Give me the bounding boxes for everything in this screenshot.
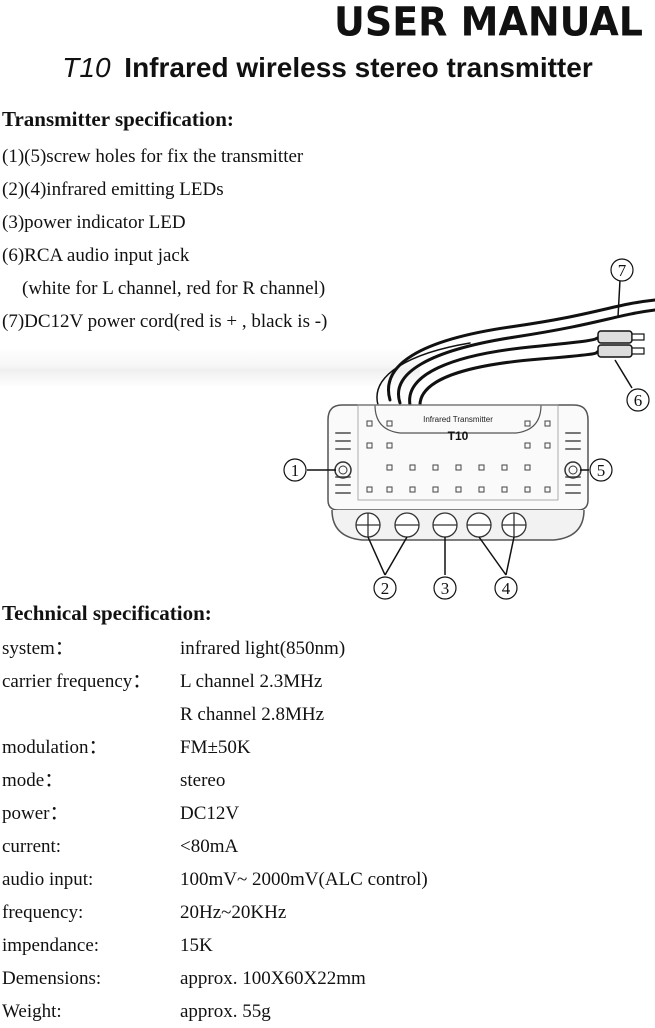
spec-label: mode：	[2, 764, 180, 797]
table-row: current: <80mA	[2, 830, 428, 863]
spec-label: audio input:	[2, 863, 180, 896]
spec-label: frequency:	[2, 896, 180, 929]
spec-value: approx. 55g	[180, 995, 428, 1028]
callout-2: 2	[374, 577, 396, 599]
spec-value: R channel 2.8MHz	[180, 698, 428, 731]
transmitter-diagram: Infrared Transmitter T10 1 2	[270, 255, 655, 605]
callout-5-label: 5	[597, 461, 606, 480]
spec-value: 100mV~ 2000mV(ALC control)	[180, 863, 428, 896]
spec-value: DC12V	[180, 797, 428, 830]
callout-1: 1	[284, 459, 306, 481]
technical-spec-table: system： infrared light(850nm) carrier fr…	[2, 632, 428, 1028]
spec-item: (2)(4)infrared emitting LEDs	[2, 173, 327, 206]
spec-label: power：	[2, 797, 180, 830]
product-model: T10	[62, 52, 110, 83]
callout-3-label: 3	[441, 579, 450, 598]
callout-2-label: 2	[381, 579, 390, 598]
rca-cable-1	[410, 337, 600, 405]
spec-value: 20Hz~20KHz	[180, 896, 428, 929]
table-row: impendance: 15K	[2, 929, 428, 962]
spec-label: Weight:	[2, 995, 180, 1028]
manual-title: USER MANUAL	[334, 0, 643, 44]
spec-value: approx. 100X60X22mm	[180, 962, 428, 995]
callout-6: 6	[627, 389, 649, 411]
callout-6-label: 6	[634, 391, 643, 410]
table-row: carrier frequency： L channel 2.3MHz	[2, 665, 428, 698]
spec-label: carrier frequency：	[2, 665, 180, 698]
spec-value: L channel 2.3MHz	[180, 665, 428, 698]
rca-cable-2	[420, 351, 600, 407]
spec-label: Demensions:	[2, 962, 180, 995]
transmitter-body: Infrared Transmitter T10	[328, 405, 588, 540]
spec-value: <80mA	[180, 830, 428, 863]
callout-7-label: 7	[618, 261, 627, 280]
callout-5: 5	[590, 459, 612, 481]
callout-7: 7	[611, 259, 633, 281]
table-row: modulation： FM±50K	[2, 731, 428, 764]
spec-item: (1)(5)screw holes for fix the transmitte…	[2, 140, 327, 173]
spec-label	[2, 698, 180, 731]
transmitter-spec-heading: Transmitter specification:	[2, 106, 234, 132]
table-row: system： infrared light(850nm)	[2, 632, 428, 665]
transmitter-diagram-svg: Infrared Transmitter T10 1 2	[270, 255, 655, 605]
device-label: Infrared Transmitter	[423, 415, 493, 424]
spec-label: system：	[2, 632, 180, 665]
callout-3: 3	[434, 577, 456, 599]
callout-4: 4	[495, 577, 517, 599]
device-model: T10	[448, 429, 469, 443]
table-row: Demensions: approx. 100X60X22mm	[2, 962, 428, 995]
spec-value: 15K	[180, 929, 428, 962]
table-row: frequency: 20Hz~20KHz	[2, 896, 428, 929]
spec-label: modulation：	[2, 731, 180, 764]
table-row: Weight: approx. 55g	[2, 995, 428, 1028]
technical-spec-heading: Technical specification:	[2, 600, 212, 626]
spec-value: stereo	[180, 764, 428, 797]
spec-label: current:	[2, 830, 180, 863]
callout-4-label: 4	[502, 579, 511, 598]
spec-value: FM±50K	[180, 731, 428, 764]
spec-value: infrared light(850nm)	[180, 632, 428, 665]
rca-plug-icon	[598, 331, 644, 357]
spec-item: (3)power indicator LED	[2, 206, 327, 239]
callout-1-label: 1	[291, 461, 300, 480]
product-title: T10 Infrared wireless stereo transmitter	[0, 50, 655, 86]
table-row: mode： stereo	[2, 764, 428, 797]
product-name: Infrared wireless stereo transmitter	[124, 52, 592, 83]
table-row: power： DC12V	[2, 797, 428, 830]
spec-label: impendance:	[2, 929, 180, 962]
table-row: audio input: 100mV~ 2000mV(ALC control)	[2, 863, 428, 896]
table-row: R channel 2.8MHz	[2, 698, 428, 731]
